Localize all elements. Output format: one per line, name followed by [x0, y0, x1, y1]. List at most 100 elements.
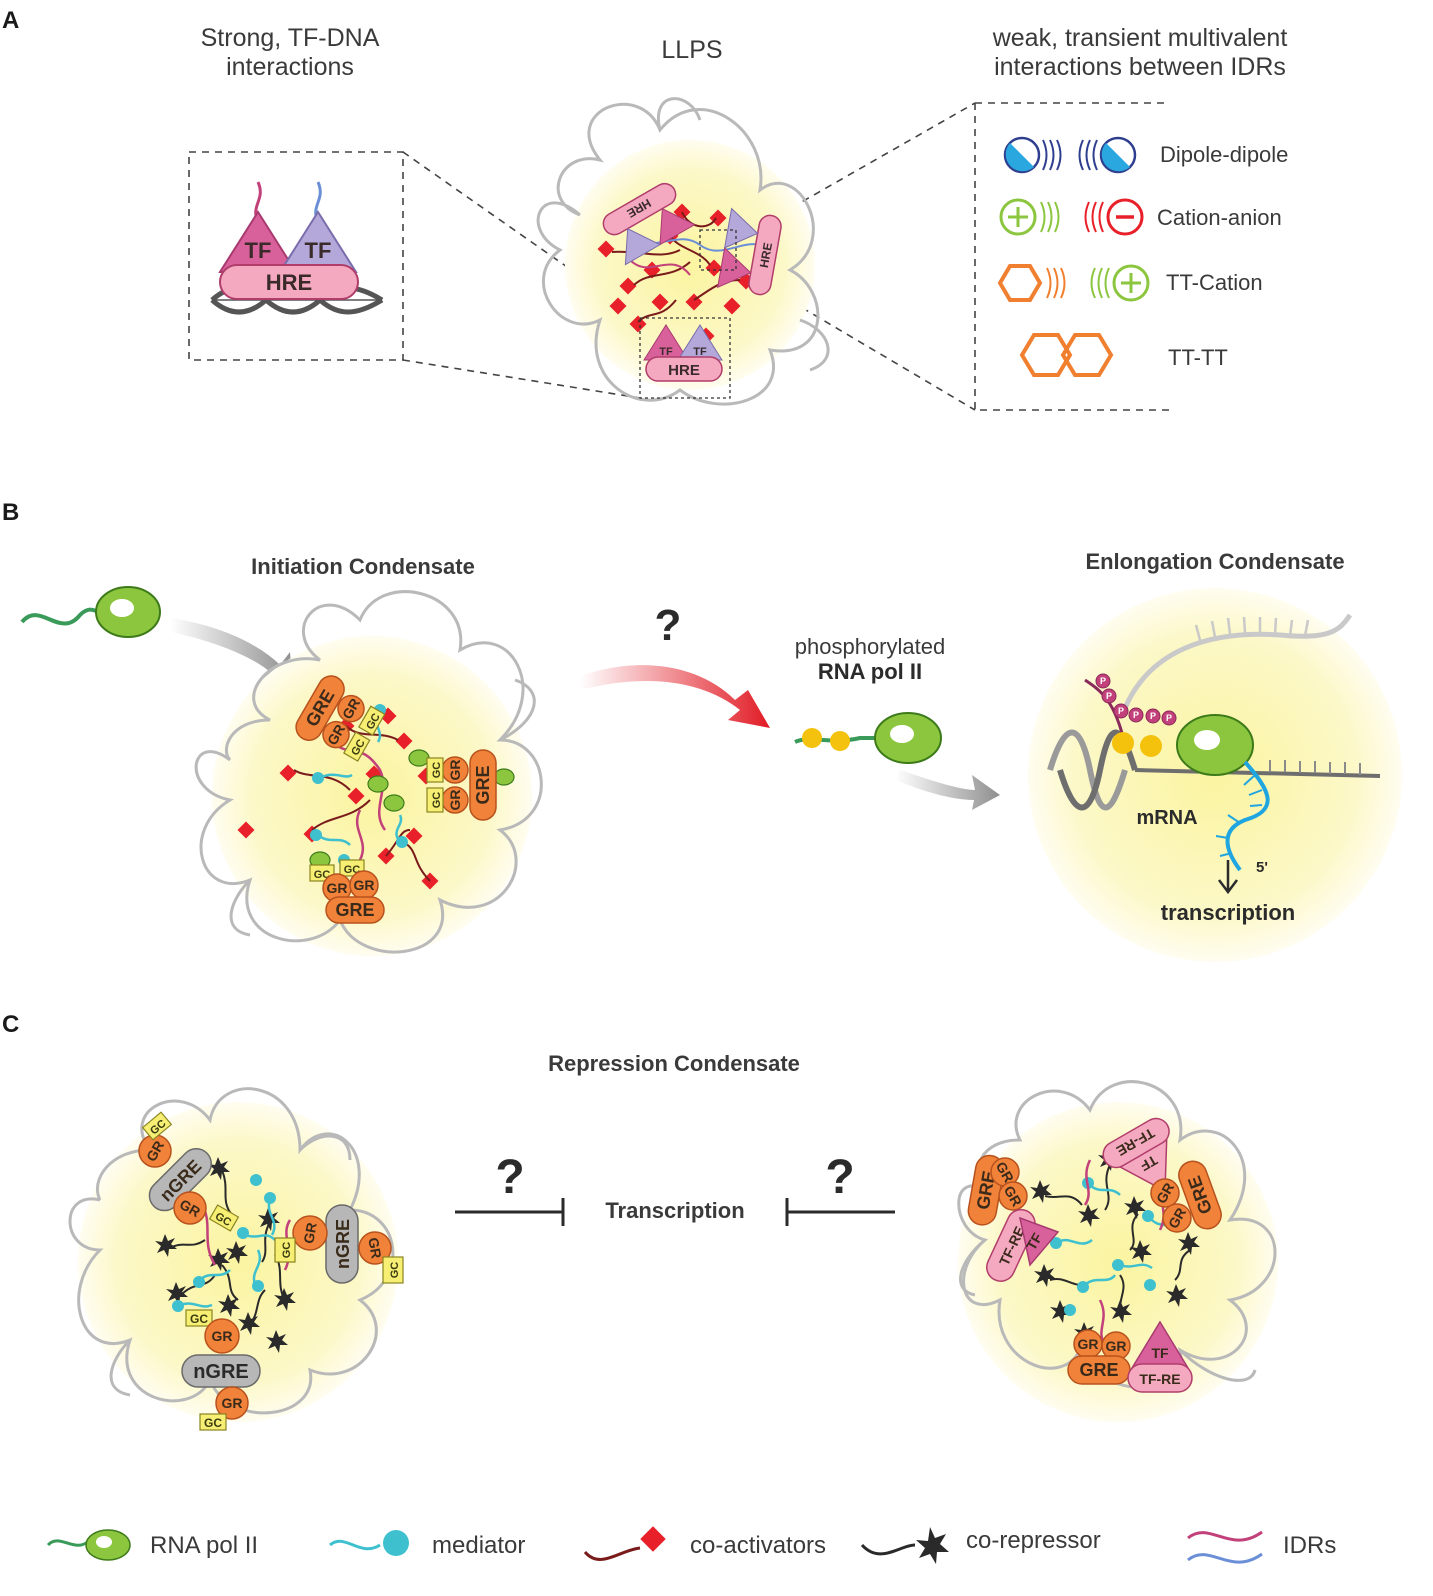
- right-gre-cluster-left: GRE: [967, 1154, 1005, 1226]
- svg-text:TF: TF: [1137, 1152, 1160, 1175]
- question-left: ?: [495, 1151, 524, 1204]
- tf-label-right: TF: [305, 238, 332, 263]
- svg-text:P: P: [1106, 691, 1112, 701]
- right-gre-cluster-bottom: GR GR GRE: [1067, 1329, 1131, 1385]
- panel-a-letter: A: [2, 7, 19, 34]
- transition-arrow: [580, 665, 770, 728]
- panel-b: B Initiation Condensate Enlongation Cond…: [2, 499, 1402, 962]
- entry-arrow: [170, 618, 293, 690]
- interaction-label-tt-cation: TT-Cation: [1166, 270, 1263, 295]
- initiation-condensate: GRE GR GR GC GC GRE GR GR GC: [194, 590, 543, 956]
- weak-interactions-header-line2: interactions between IDRs: [994, 53, 1286, 81]
- svg-text:TF: TF: [1151, 1345, 1169, 1361]
- tf-label-left: TF: [245, 238, 272, 263]
- idr-pink-icon: [1187, 1530, 1263, 1542]
- mediator-icon: [383, 1530, 409, 1556]
- svg-text:GR: GR: [222, 1395, 243, 1411]
- svg-text:P: P: [1118, 706, 1124, 716]
- svg-text:GRE: GRE: [473, 765, 493, 804]
- repression-condensate-right: TF-RE TF GRE GR GR TF-RE TF GRE: [957, 1080, 1278, 1422]
- svg-text:GR: GR: [1106, 1338, 1127, 1354]
- llps-condensate: HRE HRE TF TF HRE: [536, 97, 830, 406]
- cation-anion-icon: [999, 198, 1144, 236]
- legend-label-rna-pol-ii: RNA pol II: [150, 1532, 258, 1559]
- svg-text:GR: GR: [300, 1221, 319, 1244]
- legend-mediator: mediator: [329, 1530, 525, 1559]
- hre-element: [219, 264, 359, 300]
- right-tfre-cluster-bottom: TF TF-RE: [1127, 1320, 1193, 1393]
- svg-text:TF: TF: [659, 346, 673, 358]
- svg-text:P: P: [1166, 713, 1172, 723]
- interaction-label-cation-anion: Cation-anion: [1157, 205, 1282, 230]
- svg-text:nGRE: nGRE: [333, 1219, 353, 1269]
- rna-pol-ii-label: RNA pol II: [818, 659, 922, 684]
- svg-text:GR: GR: [447, 760, 463, 781]
- svg-text:GR: GR: [365, 1236, 384, 1259]
- svg-text:GR: GR: [327, 880, 348, 896]
- init-gre-label: GRE: [335, 900, 374, 920]
- phosphorylated-rna-pol-ii-icon: [794, 712, 942, 764]
- coactivator-icon: [640, 1526, 666, 1552]
- right-gre-cluster-right: GRE: [1178, 1160, 1222, 1230]
- inhibition-left-icon: [455, 1198, 565, 1226]
- panel-c-letter: C: [2, 1011, 19, 1038]
- elongation-arrow: [895, 770, 1000, 810]
- interaction-label-tt-tt: TT-TT: [1168, 345, 1228, 370]
- left-ngre-cluster-right: nGRE: [325, 1204, 359, 1284]
- svg-text:GR: GR: [212, 1328, 233, 1344]
- init-gre-cluster-right: GRE GR GR GC GC: [426, 749, 497, 821]
- transition-question: ?: [655, 601, 682, 650]
- svg-text:GC: GC: [431, 762, 443, 779]
- panel-a: A Strong, TF-DNA interactions LLPS weak,…: [2, 7, 1288, 411]
- svg-text:P: P: [1100, 676, 1106, 686]
- strong-interactions-header-line2: interactions: [226, 53, 354, 81]
- svg-text:GC: GC: [190, 1312, 208, 1326]
- transcription-center-label: Transcription: [605, 1198, 744, 1223]
- repression-condensate-title: Repression Condensate: [548, 1051, 800, 1076]
- svg-text:GC: GC: [281, 1242, 293, 1259]
- five-prime-label: 5': [1256, 859, 1268, 876]
- svg-text:GC: GC: [431, 792, 443, 809]
- legend-corepressor: co-repressor: [860, 1527, 1101, 1564]
- svg-text:TF: TF: [693, 346, 707, 358]
- legend-label-mediator: mediator: [432, 1532, 525, 1559]
- init-gre-cluster-bottom: GC GC GR GR GRE: [309, 859, 385, 924]
- svg-text:nGRE: nGRE: [193, 1361, 249, 1383]
- svg-text:GR: GR: [447, 790, 463, 811]
- llps-tf-hre-bottom: TF TF HRE: [643, 324, 723, 382]
- interaction-label-dipole: Dipole-dipole: [1160, 142, 1288, 167]
- corepressor-icon: [916, 1527, 949, 1564]
- mrna-label: mRNA: [1136, 807, 1197, 829]
- down-arrow-icon: [1218, 860, 1238, 895]
- svg-text:GC: GC: [389, 1262, 401, 1279]
- legend-idrs: IDRs: [1187, 1530, 1336, 1564]
- initiation-condensate-title: Initiation Condensate: [251, 554, 475, 579]
- inhibition-right-icon: [785, 1198, 895, 1226]
- tt-tt-icon: [1019, 333, 1114, 377]
- legend-coactivators: co-activators: [583, 1526, 826, 1561]
- svg-text:GR: GR: [354, 877, 375, 893]
- svg-text:GRE: GRE: [1079, 1360, 1118, 1380]
- question-right: ?: [825, 1151, 854, 1204]
- llps-hre-label: HRE: [668, 362, 700, 379]
- svg-text:HRE: HRE: [757, 241, 775, 268]
- tt-cation-icon: [997, 264, 1150, 302]
- hre-label: HRE: [266, 270, 312, 295]
- repression-condensate-left: nGRE GR GC GR GC nGRE GR GC GR GC: [68, 1087, 404, 1431]
- legend-rna-pol-ii: RNA pol II: [46, 1529, 258, 1561]
- legend: RNA pol II mediator co-activators co-rep…: [46, 1526, 1336, 1564]
- svg-text:P: P: [1150, 711, 1156, 721]
- svg-text:TF-RE: TF-RE: [1139, 1371, 1180, 1387]
- llps-tf-hre-top: HRE: [602, 182, 696, 266]
- tf-dna-inset-box: TF TF HRE: [188, 151, 404, 361]
- weak-interactions-header-line1: weak, transient multivalent: [992, 24, 1288, 52]
- interactions-inset-box: Dipole-dipole Cation-anion TT-Cation: [974, 102, 1288, 411]
- phosphorylated-label: phosphorylated: [795, 634, 945, 659]
- llps-header: LLPS: [661, 36, 722, 64]
- dipole-dipole-icon: [1003, 136, 1137, 174]
- llps-tf-hre-right: HRE: [717, 207, 782, 296]
- legend-label-coactivators: co-activators: [690, 1532, 826, 1559]
- rna-pol-ii-incoming-icon: [20, 586, 161, 638]
- legend-label-idrs: IDRs: [1283, 1532, 1336, 1559]
